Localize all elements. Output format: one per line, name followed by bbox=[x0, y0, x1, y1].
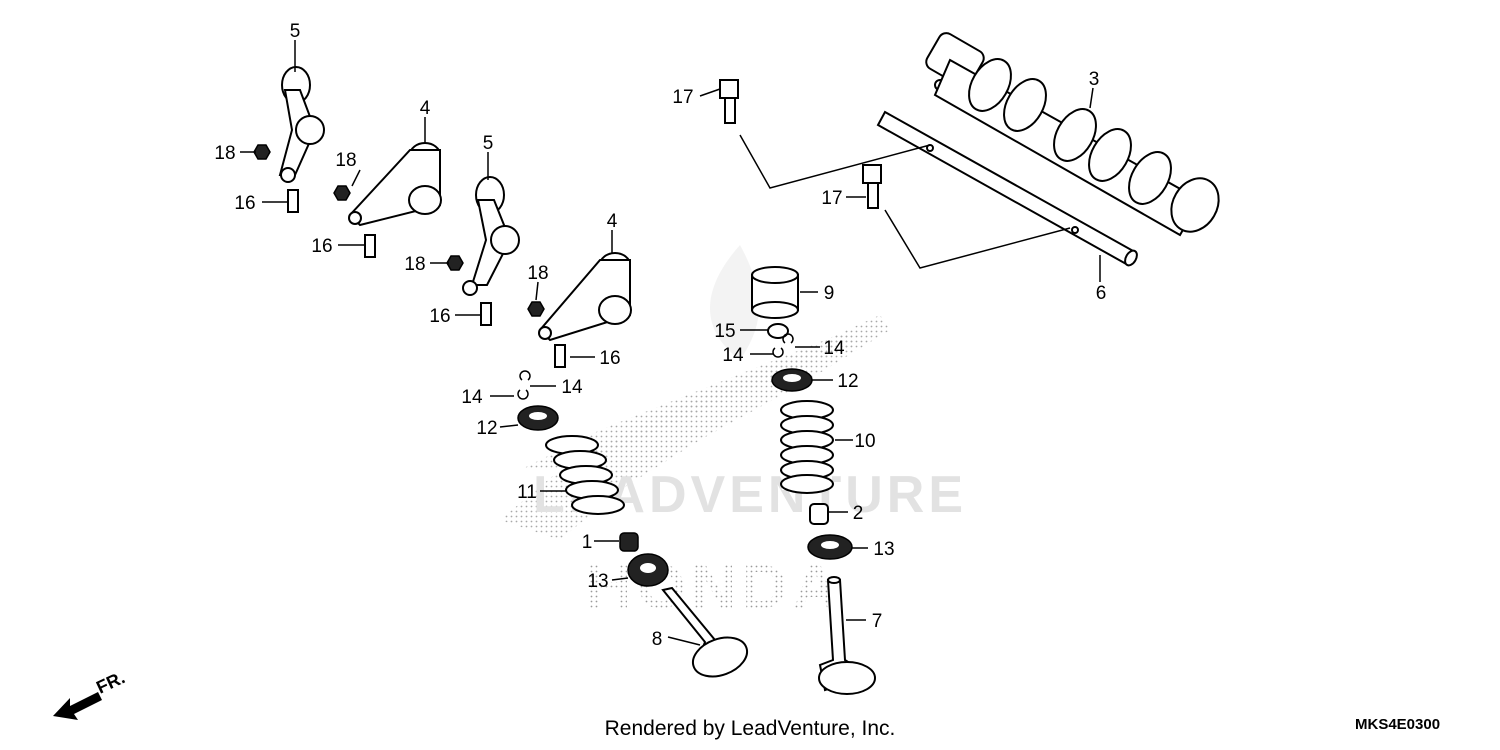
diagram-code: MKS4E0300 bbox=[1355, 716, 1441, 733]
cotters-right bbox=[772, 333, 794, 358]
bolt-upper bbox=[719, 79, 739, 124]
intake-valve bbox=[661, 586, 749, 678]
callout-16: 16 bbox=[429, 306, 450, 327]
bolt-lead-lines bbox=[739, 134, 1071, 269]
callout-18: 18 bbox=[527, 263, 548, 284]
callout-17: 17 bbox=[672, 87, 693, 108]
callout-5: 5 bbox=[483, 133, 494, 154]
exhaust-valve bbox=[818, 576, 876, 695]
callout-18: 18 bbox=[335, 150, 356, 171]
leader-lines bbox=[240, 40, 1101, 646]
callout-12: 12 bbox=[476, 418, 497, 439]
callout-14: 14 bbox=[461, 387, 483, 408]
callout-11: 11 bbox=[517, 482, 537, 503]
honda-logo-watermark: HONDA bbox=[586, 553, 843, 622]
callout-16: 16 bbox=[234, 193, 255, 214]
valve-lifter bbox=[751, 266, 799, 319]
callout-16: 16 bbox=[599, 348, 620, 369]
callout-1: 1 bbox=[582, 532, 593, 553]
nut-18d bbox=[527, 301, 545, 317]
callout-13: 13 bbox=[873, 539, 894, 560]
callout-16: 16 bbox=[311, 236, 332, 257]
arrow-left-icon bbox=[53, 692, 102, 720]
nut-18b bbox=[333, 185, 351, 201]
render-credit: Rendered by LeadVenture, Inc. bbox=[604, 717, 896, 740]
valve-spring-right bbox=[780, 400, 834, 494]
rocker-arm-5-right bbox=[462, 176, 520, 296]
callout-2: 2 bbox=[853, 503, 864, 524]
cotters-left bbox=[517, 370, 531, 400]
rocker-arm-5-left bbox=[278, 66, 325, 183]
callout-18: 18 bbox=[214, 143, 235, 164]
screw-16a bbox=[287, 189, 299, 213]
callout-14: 14 bbox=[722, 345, 744, 366]
callout-14: 14 bbox=[823, 338, 845, 359]
callout-14: 14 bbox=[561, 377, 583, 398]
camshaft bbox=[925, 32, 1220, 237]
callout-18: 18 bbox=[404, 254, 425, 275]
callout-labels: 5 4 5 4 18 18 18 18 16 16 16 16 17 17 3 … bbox=[214, 21, 1106, 650]
shim bbox=[767, 323, 789, 339]
callout-6: 6 bbox=[1096, 283, 1107, 304]
rocker-arm-4-left bbox=[348, 142, 442, 227]
callout-8: 8 bbox=[652, 629, 663, 650]
callout-12: 12 bbox=[837, 371, 858, 392]
callout-3: 3 bbox=[1089, 69, 1100, 90]
bolt-lower bbox=[862, 164, 882, 209]
rocker-arm-4-right bbox=[538, 252, 632, 342]
rocker-shaft bbox=[876, 110, 1138, 267]
valve-spring-left bbox=[545, 435, 625, 515]
valve-seal-right bbox=[809, 503, 829, 525]
screw-16d bbox=[554, 344, 566, 368]
callout-9: 9 bbox=[824, 283, 835, 304]
callout-4: 4 bbox=[607, 211, 618, 232]
screw-16c bbox=[480, 302, 492, 326]
screw-16b bbox=[364, 234, 376, 258]
front-direction-arrow: FR. bbox=[53, 668, 128, 720]
nut-18a bbox=[253, 144, 271, 160]
callout-5: 5 bbox=[290, 21, 301, 42]
callout-15: 15 bbox=[714, 321, 735, 342]
callout-13: 13 bbox=[587, 571, 608, 592]
callout-7: 7 bbox=[872, 611, 883, 632]
callout-4: 4 bbox=[420, 98, 431, 119]
callout-10: 10 bbox=[854, 431, 875, 452]
nut-18c bbox=[446, 255, 464, 271]
valve-seal-left bbox=[619, 532, 639, 552]
callout-17: 17 bbox=[821, 188, 842, 209]
